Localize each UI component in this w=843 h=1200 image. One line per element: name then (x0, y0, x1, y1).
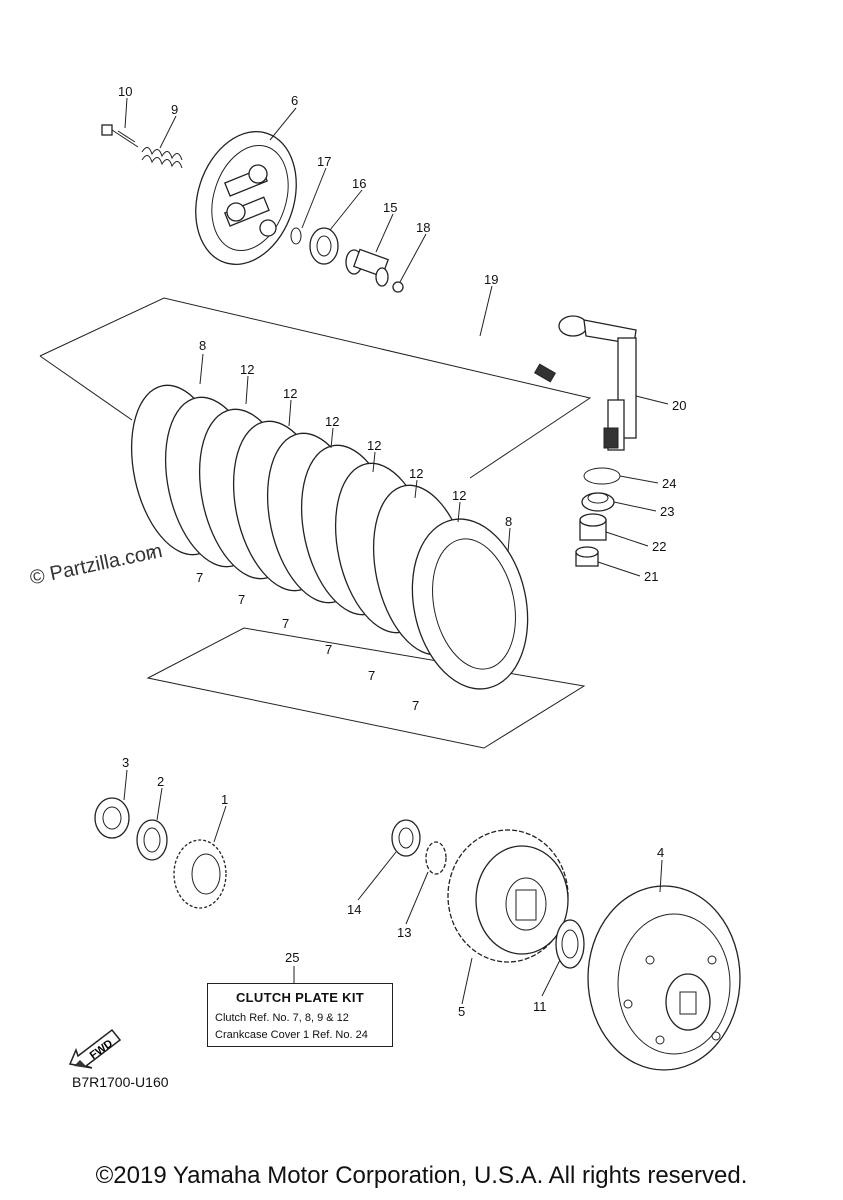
fwd-arrow-icon: FWD (68, 1028, 122, 1069)
callout-12-d: 12 (367, 438, 381, 453)
callout-24: 24 (662, 476, 676, 491)
callout-14: 14 (347, 902, 361, 917)
callout-7-a: 7 (148, 546, 155, 561)
callout-1: 1 (221, 792, 228, 807)
callout-12-c: 12 (325, 414, 339, 429)
washer-part-11 (555, 919, 585, 969)
spring-part-9 (141, 147, 183, 169)
callout-25: 25 (285, 950, 299, 965)
primary-driven-gear-part-5 (447, 829, 569, 963)
bearing-part-16 (309, 227, 339, 265)
callout-21: 21 (644, 569, 658, 584)
bearing-part-22 (579, 513, 607, 541)
push-rod-part-19 (407, 299, 556, 383)
callout-12-e: 12 (409, 466, 423, 481)
callout-2: 2 (157, 774, 164, 789)
callout-18: 18 (416, 220, 430, 235)
callout-4: 4 (657, 845, 664, 860)
kit-line-clutch: Clutch Ref. No. 7, 8, 9 & 12 (215, 1012, 349, 1024)
push-lever-shaft-part-20 (558, 315, 637, 451)
friction-plates-and-clutch-plates (130, 384, 529, 690)
callout-7-d: 7 (282, 616, 289, 631)
washer-part-2 (136, 819, 168, 861)
callout-7-e: 7 (325, 642, 332, 657)
callout-10: 10 (118, 84, 132, 99)
leader-lines (123, 97, 669, 1005)
callout-5: 5 (458, 1004, 465, 1019)
pressure-plate-part-6 (195, 130, 297, 266)
callout-8-bottom: 8 (505, 514, 512, 529)
callout-6: 6 (291, 93, 298, 108)
clutch-boss-part-4 (587, 885, 741, 1071)
copyright-notice: ©2019 Yamaha Motor Corporation, U.S.A. A… (95, 1162, 748, 1189)
callout-7-b: 7 (196, 570, 203, 585)
callout-22: 22 (652, 539, 666, 554)
callout-7-f: 7 (368, 668, 375, 683)
callout-7-g: 7 (412, 698, 419, 713)
thrust-plate-part-13 (425, 841, 447, 875)
ball-part-18 (392, 281, 404, 293)
plate-stack-frame (39, 297, 592, 749)
callout-16: 16 (352, 176, 366, 191)
circlip-part-24 (583, 467, 621, 485)
diagram-code: B7R1700-U160 (72, 1074, 169, 1090)
callout-20: 20 (672, 398, 686, 413)
kit-line-crankcase: Crankcase Cover 1 Ref. No. 24 (215, 1029, 368, 1041)
callout-15: 15 (383, 200, 397, 215)
callout-12-a: 12 (240, 362, 254, 377)
callout-23: 23 (660, 504, 674, 519)
callout-labels: 10 9 6 17 16 15 18 19 20 24 23 22 21 8 1… (118, 84, 686, 1019)
callout-11: 11 (533, 999, 547, 1014)
callout-13: 13 (397, 925, 411, 940)
oil-seal-part-23 (581, 492, 615, 512)
callout-12-f: 12 (452, 488, 466, 503)
bushing-part-14 (391, 819, 421, 857)
callout-17: 17 (317, 154, 331, 169)
gear-part-1 (173, 839, 227, 909)
kit-title: CLUTCH PLATE KIT (235, 990, 365, 1005)
callout-19: 19 (484, 272, 498, 287)
callout-3: 3 (122, 755, 129, 770)
clutch-plate-kit-box: CLUTCH PLATE KIT Clutch Ref. No. 7, 8, 9… (207, 983, 393, 1047)
callout-12-b: 12 (283, 386, 297, 401)
circlip-part-17 (290, 227, 302, 245)
push-rod-part-15 (345, 248, 390, 287)
callout-8-top: 8 (199, 338, 206, 353)
oil-seal-part-3 (94, 797, 130, 839)
bearing-part-21 (575, 546, 599, 567)
callout-9: 9 (171, 102, 178, 117)
bolt-part-10 (101, 124, 139, 148)
callout-7-c: 7 (238, 592, 245, 607)
